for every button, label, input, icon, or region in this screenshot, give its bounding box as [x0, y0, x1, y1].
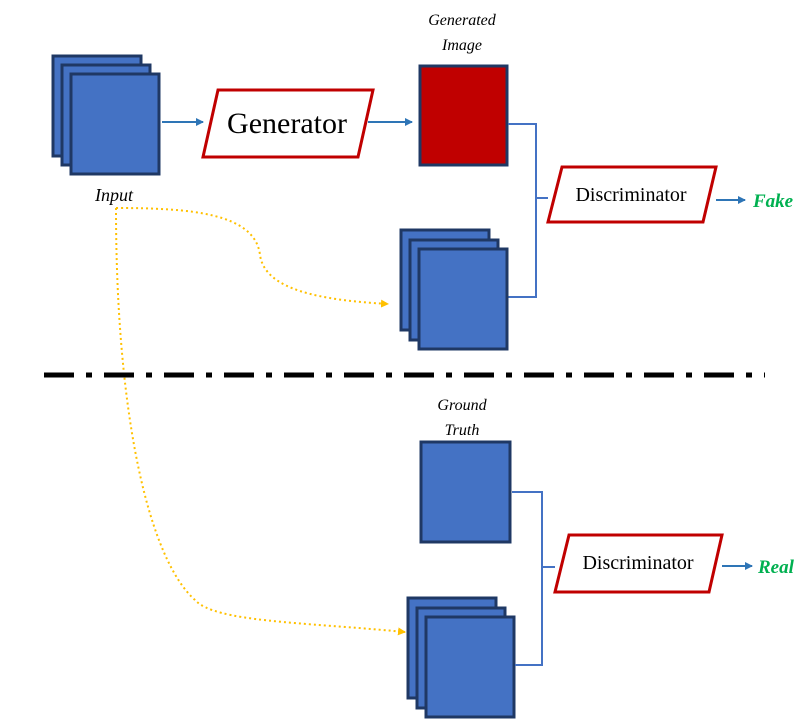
top-connector	[508, 123, 548, 298]
conditional-input-stack-bottom	[406, 596, 516, 719]
generated-image-label-line2: Image	[441, 37, 482, 54]
generator-label: Generator	[227, 107, 347, 140]
input-label: Input	[94, 185, 134, 205]
discriminator-box-bottom: Discriminator	[553, 533, 724, 594]
input-to-top-stack-dotted-arrow	[115, 207, 389, 308]
generated-image	[418, 64, 509, 167]
ground-truth-label-line2: Truth	[445, 422, 480, 439]
discriminator-label-top: Discriminator	[575, 184, 686, 206]
ground-truth-image	[419, 440, 512, 544]
generated-image-label-line1: Generated	[428, 12, 497, 29]
fake-output-label: Fake	[752, 191, 794, 212]
discriminator-box-top: Discriminator	[546, 165, 718, 224]
input-to-bottom-stack-dotted-arrow	[115, 207, 406, 636]
ground-truth-label-line1: Ground	[437, 397, 487, 414]
input-stack	[51, 54, 161, 176]
discriminator-label-bottom: Discriminator	[582, 552, 693, 574]
conditional-input-stack-top	[399, 228, 509, 351]
generator-box: Generator	[201, 88, 375, 159]
bottom-connector	[512, 491, 555, 666]
real-output-label: Real	[757, 557, 795, 578]
